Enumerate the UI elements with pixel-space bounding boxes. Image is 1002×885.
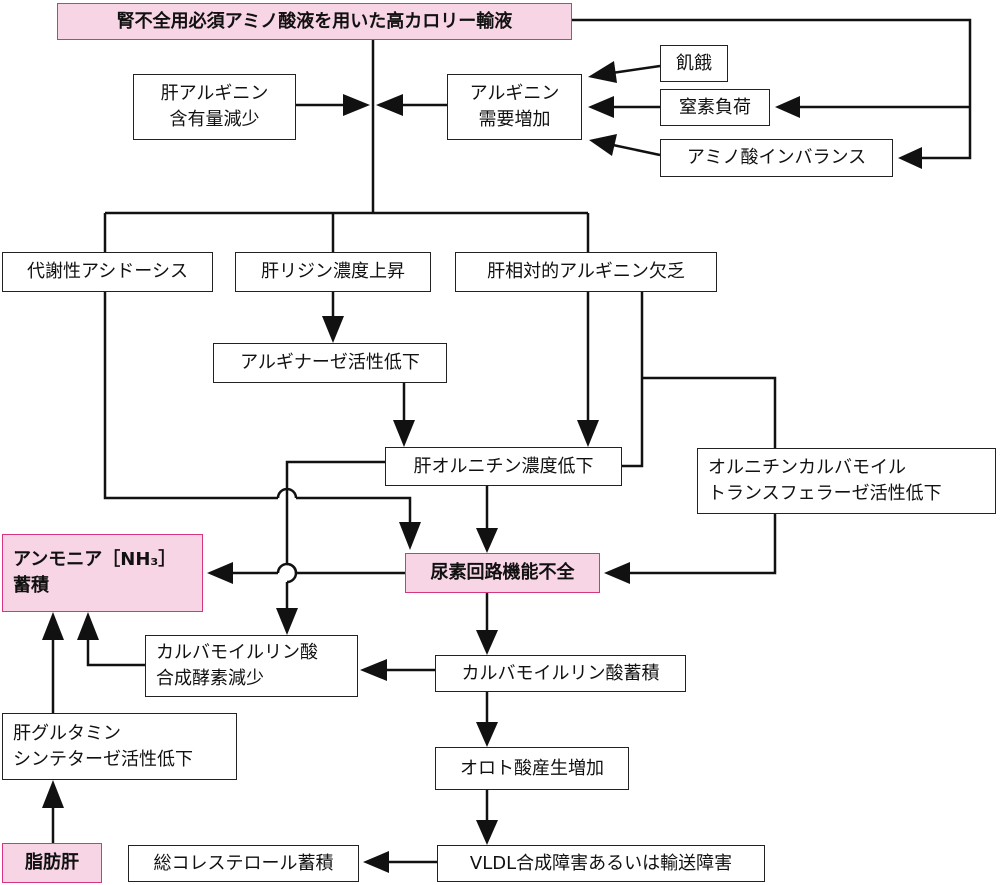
arrowhead — [476, 630, 498, 655]
arrowhead — [476, 820, 498, 845]
arrowhead — [589, 134, 617, 156]
arrowhead — [775, 96, 800, 118]
arrowhead — [476, 528, 498, 553]
arrowhead — [322, 316, 344, 343]
node-top-infusion: 腎不全用必須アミノ酸液を用いた高カロリー輸液 — [57, 3, 572, 40]
arrowhead — [276, 608, 298, 635]
node-cholesterol-accumulation: 総コレステロール蓄積 — [128, 845, 359, 882]
connector-line — [86, 640, 145, 667]
connector-line — [276, 562, 298, 574]
arrowhead — [898, 147, 922, 169]
arrowhead — [343, 94, 370, 116]
arrowhead — [476, 722, 498, 747]
node-ammonia-accumulation: アンモニア［NH₃］ 蓄積 — [2, 534, 203, 612]
node-urea-cycle-failure: 尿素回路機能不全 — [405, 553, 600, 593]
arrowhead — [376, 94, 403, 116]
node-metabolic-acidosis: 代謝性アシドーシス — [2, 252, 213, 292]
connector-line — [622, 292, 644, 468]
node-cps-decrease: カルバモイルリン酸 合成酵素減少 — [145, 635, 358, 697]
node-liver-arginine: 肝アルギニン 含有量減少 — [133, 74, 296, 140]
arrowhead — [360, 659, 387, 681]
arrowhead — [604, 562, 630, 584]
arrowhead — [207, 562, 233, 584]
connector-line — [612, 143, 661, 157]
arrowhead — [42, 612, 64, 640]
arrowhead — [577, 420, 599, 447]
node-arginine-demand: アルギニン 需要増加 — [447, 74, 582, 140]
connector-line — [611, 64, 661, 75]
connector-line — [630, 514, 777, 575]
arrowhead — [588, 96, 614, 118]
arrowhead — [363, 851, 389, 873]
node-lysine-increase: 肝リジン濃度上昇 — [235, 252, 431, 292]
arrowhead — [393, 420, 415, 447]
node-fatty-liver: 脂肪肝 — [2, 843, 102, 883]
node-relative-arginine: 肝相対的アルギニン欠乏 — [455, 252, 717, 292]
node-carbamoyl-accumulation: カルバモイルリン酸蓄積 — [435, 655, 686, 692]
connector-line — [572, 18, 972, 160]
node-starvation: 飢餓 — [660, 45, 728, 82]
node-vldl-impairment: VLDL合成障害あるいは輸送障害 — [437, 845, 765, 882]
node-ornithine-decrease: 肝オルニチン濃度低下 — [385, 447, 622, 486]
connector-line — [642, 376, 777, 448]
arrowhead — [77, 612, 99, 640]
arrowhead — [399, 522, 421, 550]
connector-line — [103, 292, 278, 500]
node-octc-activity: オルニチンカルバモイル トランスフェラーゼ活性低下 — [697, 448, 996, 514]
arrowhead — [588, 61, 617, 83]
node-arginase-activity: アルギナーゼ活性低下 — [213, 343, 447, 383]
node-orotic-acid: オロト酸産生増加 — [435, 747, 629, 790]
arrowhead — [42, 780, 64, 808]
node-amino-imbalance: アミノ酸インバランス — [660, 139, 893, 177]
connector-line — [296, 496, 412, 522]
connector-line — [285, 460, 385, 564]
node-glutamine-synthetase: 肝グルタミン シンテターゼ活性低下 — [2, 713, 237, 780]
node-nitrogen-load: 窒素負荷 — [660, 89, 770, 126]
